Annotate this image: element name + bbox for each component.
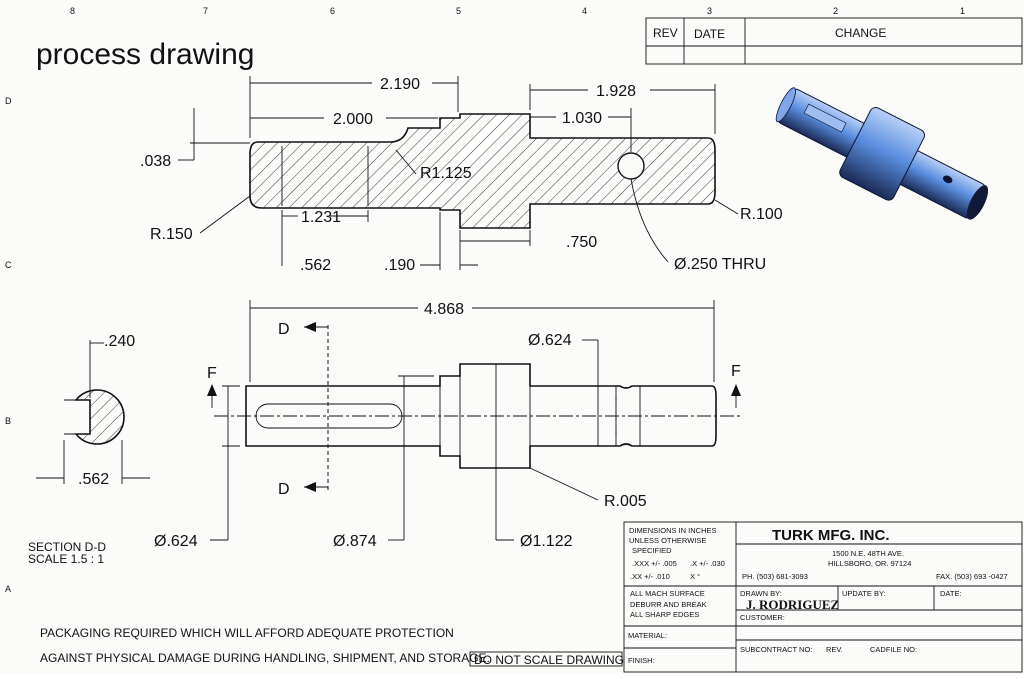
company-address-2: HILLSBORO, OR. 97124 [828,559,911,568]
dim-038: .038 [140,153,171,170]
do-not-scale-note: DO NOT SCALE DRAWING [474,653,624,667]
zone-number: 3 [707,6,712,16]
dim-dia-1122: Ø1.122 [520,533,573,550]
view-mark-right: F [731,363,741,380]
tb-dims-3: SPECIFIED [632,546,672,555]
dim-2000: 2.000 [333,111,373,128]
section-mark-bottom: D [278,481,290,498]
tb-tol-ang: X ° [690,572,700,581]
dim-1030: 1.030 [562,110,602,127]
zone-number: 4 [582,6,587,16]
cadfile-label: CADFILE NO: [870,645,917,654]
isometric-part [775,87,989,220]
zone-number: 5 [456,6,461,16]
zone-letters: D C B A [5,96,12,594]
dim-r150: R.150 [150,226,193,243]
zone-number: 8 [70,6,75,16]
title-block: DIMENSIONS IN INCHES UNLESS OTHERWISE SP… [623,521,1023,673]
tb-edges: ALL SHARP EDGES [630,610,699,619]
zone-letter: D [5,96,12,106]
section-scale: SCALE 1.5 : 1 [28,552,104,566]
dim-750: .750 [566,234,597,251]
dim-240: .240 [104,333,135,350]
dim-562-section: .562 [78,471,109,488]
update-by-label: UPDATE BY: [842,589,886,598]
zone-letter: C [5,260,12,270]
company-address-1: 1500 N.E. 48TH AVE. [832,549,904,558]
zone-number: 7 [203,6,208,16]
view-mark-left: F [207,365,217,382]
tb-finish: FINISH: [628,656,655,665]
company-fax: FAX. (503) 693 -0427 [936,572,1008,581]
dim-r100: R.100 [740,206,783,223]
tb-tol-x: .X +/- .030 [690,559,725,568]
dim-4868: 4.868 [424,301,464,318]
tb-tol-xx: .XX +/- .010 [630,572,670,581]
tb-dims-2: UNLESS OTHERWISE [629,536,706,545]
zone-letter: A [5,584,11,594]
packaging-note-1: PACKAGING REQUIRED WHICH WILL AFFORD ADE… [40,626,454,640]
dim-1231: 1.231 [301,209,341,226]
company-phone: PH. (503) 681-3093 [742,572,808,581]
dim-r005: R.005 [604,493,647,510]
zone-numbers: 8 7 6 5 4 3 2 1 [70,6,965,16]
dim-dia-624-left: Ø.624 [154,533,198,550]
subcontract-label: SUBCONTRACT NO: [740,645,812,654]
zone-number: 1 [960,6,965,16]
top-section-view: 2.190 1.928 2.000 1.030 .038 R1.125 R.15… [140,76,783,274]
tb-material: MATERIAL: [628,631,667,640]
dim-r1125: R1.125 [420,165,472,182]
dim-hole: Ø.250 THRU [674,256,766,273]
packaging-note-2: AGAINST PHYSICAL DAMAGE DURING HANDLING,… [40,651,490,665]
dim-2190: 2.190 [380,76,420,93]
section-d-d: .240 .562 SECTION D-D SCALE 1.5 : 1 [28,333,150,566]
section-label: SECTION D-D [28,540,106,554]
company-name: TURK MFG. INC. [772,527,890,544]
dim-dia-624-right: Ø.624 [528,332,572,349]
front-view: D D F F 4.868 Ø.624 Ø.624 Ø.874 Ø1.122 R… [154,300,741,550]
zone-letter: B [5,416,11,426]
dim-dia-874: Ø.874 [333,533,377,550]
section-mark-top: D [278,321,290,338]
date-label: DATE: [940,589,962,598]
tb-surface: ALL MACH SURFACE [630,589,705,598]
date-header: DATE [694,27,725,41]
rev-header: REV [653,26,678,40]
revision-block: REV DATE CHANGE [645,17,1023,65]
customer-label: CUSTOMER: [740,613,785,622]
dim-562: .562 [300,257,331,274]
rev-label: REV. [826,645,843,654]
dim-190: .190 [384,257,415,274]
page-title: process drawing [36,38,254,71]
dim-1928: 1.928 [596,83,636,100]
drawn-by-label: DRAWN BY: [740,589,782,598]
tb-deburr: DEBURR AND BREAK [630,600,707,609]
tb-dims-1: DIMENSIONS IN INCHES [629,526,717,535]
drawn-by-name: J. RODRIGUEZ [746,597,840,612]
tb-tol-xxx: .XXX +/- .005 [632,559,677,568]
zone-number: 6 [330,6,335,16]
zone-number: 2 [833,6,838,16]
change-header: CHANGE [835,26,886,40]
